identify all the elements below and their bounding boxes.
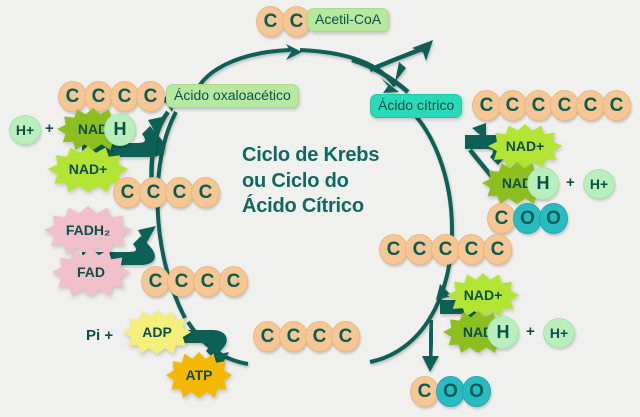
carbon-atom: C <box>331 321 360 352</box>
nadh-label-right-lower: NAD <box>462 324 494 340</box>
carbon-atom: C <box>139 177 168 208</box>
label-acido-oxaloacetico: Ácido oxaloacético <box>166 84 299 109</box>
oxygen-atom: O <box>462 376 491 407</box>
citrate-up-arrow <box>369 45 425 73</box>
arrow-down-to-co2 <box>427 319 435 359</box>
atp-label: ATP <box>185 367 213 383</box>
arrowhead-to-citrate <box>381 78 399 93</box>
burst-shape <box>123 310 191 354</box>
carbon-atom: C <box>58 81 87 112</box>
carbon-atom: C <box>410 376 439 407</box>
h-plus-left: H+ <box>9 115 41 145</box>
carbon-atom: C <box>379 234 408 265</box>
carbon-atom: C <box>279 321 308 352</box>
nad-plus-label-right-upper: NAD+ <box>505 138 545 154</box>
carbon-atom: C <box>253 321 282 352</box>
carbon-atom: C <box>576 90 605 121</box>
carbon-atom: C <box>431 234 460 265</box>
carbon-atom: C <box>256 6 285 37</box>
carbon-atom: C <box>305 321 334 352</box>
carbon-atom: C <box>472 90 501 121</box>
four-carbon-left-lower: C C C C <box>141 266 248 297</box>
carbon-atom: C <box>136 81 165 112</box>
carbon-atom: C <box>165 177 194 208</box>
oxygen-atom: O <box>513 203 542 234</box>
oxygen-atom: O <box>436 376 465 407</box>
title-line-3: Ácido Cítrico <box>242 195 364 218</box>
carbon-atom: C <box>524 90 553 121</box>
arrowhead-co2-bottom <box>422 356 439 372</box>
carbon-atom: C <box>219 266 248 297</box>
plus-sign-right-upper: + <box>566 174 575 191</box>
nad-plus-label-right-lower: NAD+ <box>463 287 503 303</box>
co2-right-upper: C O O <box>487 203 568 234</box>
burst-shape <box>48 146 128 192</box>
burst-shape <box>52 248 130 296</box>
carbon-atom: C <box>550 90 579 121</box>
carbon-atom: C <box>487 203 516 234</box>
adp-burst: ADP <box>123 310 191 354</box>
plus-sign-right-lower: + <box>526 323 535 340</box>
carbon-atom: C <box>498 90 527 121</box>
carbon-atom: C <box>457 234 486 265</box>
carbon-atom: C <box>141 266 170 297</box>
nadh-label-left: NAD <box>77 121 109 137</box>
nad-plus-burst-right-upper: NAD+ <box>488 124 562 168</box>
title-line-1: Ciclo de Krebs <box>242 144 380 166</box>
nad-plus-burst-right-lower: NAD+ <box>447 273 519 317</box>
label-acetil-coa: Acetil-CoA <box>307 8 390 33</box>
hydrogen-left: H <box>104 113 136 146</box>
nad-plus-burst-left: NAD+ <box>48 146 128 192</box>
four-carbon-bottom: C C C C <box>253 321 360 352</box>
oxygen-atom: O <box>539 203 568 234</box>
carbon-atom: C <box>191 177 220 208</box>
fadh2-burst: FADH₂ <box>44 206 132 254</box>
h-plus-right-upper: H+ <box>583 169 615 199</box>
carbon-atom: C <box>84 81 113 112</box>
fad-label: FAD <box>77 264 105 280</box>
carbon-atom: C <box>167 266 196 297</box>
carbon-atom: C <box>113 177 142 208</box>
five-carbon-right: C C C C C <box>379 234 512 265</box>
carbon-atom: C <box>483 234 512 265</box>
arrowhead-upright <box>395 40 433 82</box>
fad-burst: FAD <box>52 248 130 296</box>
plus-sign-left: + <box>45 120 54 137</box>
carbon-atom: C <box>193 266 222 297</box>
adp-label: ADP <box>142 324 172 340</box>
citrate-carbons: C C C C C C <box>472 90 631 121</box>
burst-shape <box>447 273 519 317</box>
pi-label: Pi + <box>86 327 114 344</box>
page-title: Ciclo de Krebs ou Ciclo do Ácido Cítrico <box>242 143 379 220</box>
burst-shape <box>488 124 562 168</box>
fadh2-label: FADH₂ <box>65 222 111 238</box>
oxaloacetate-carbons: C C C C <box>58 81 165 112</box>
title-line-2: ou Ciclo do <box>242 169 349 192</box>
four-carbon-left-upper: C C C C <box>113 177 220 208</box>
burst-shape <box>44 206 132 254</box>
nadh-label-right-upper: NAD <box>501 175 533 191</box>
acetil-coa-carbons: C C <box>256 6 311 37</box>
hydrogen-right-upper: H <box>527 167 559 200</box>
atp-burst: ATP <box>166 352 232 398</box>
label-acido-citrico: Ácido cítrico <box>370 94 463 119</box>
carbon-atom: C <box>405 234 434 265</box>
hydrogen-right-lower: H <box>487 316 519 349</box>
citrate-branch-arrows <box>351 57 410 94</box>
h-plus-right-lower: H+ <box>543 318 575 348</box>
co2-bottom: C O O <box>410 376 491 407</box>
main-cycle-ring <box>155 48 455 366</box>
burst-shape <box>166 352 232 398</box>
nad-plus-label-left: NAD+ <box>68 161 108 177</box>
carbon-atom: C <box>602 90 631 121</box>
